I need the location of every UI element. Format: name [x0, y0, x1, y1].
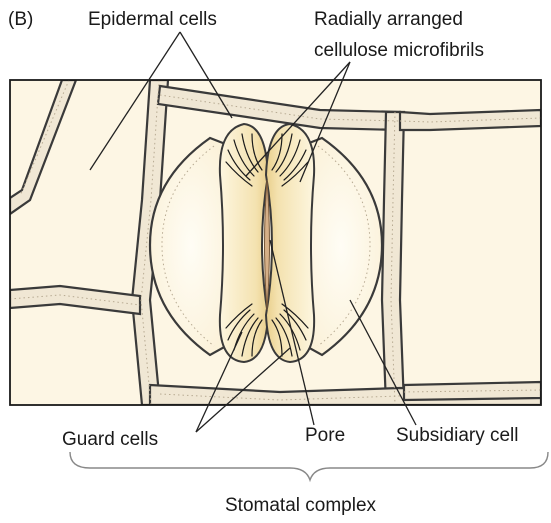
- label-epidermal-cells: Epidermal cells: [88, 9, 217, 30]
- label-microfibrils-line1: Radially arranged: [314, 9, 463, 30]
- label-subsidiary-cell: Subsidiary cell: [396, 425, 519, 446]
- label-stomatal-complex: Stomatal complex: [225, 495, 377, 516]
- panel-label: (B): [8, 9, 33, 30]
- tissue-block: [10, 80, 541, 405]
- label-microfibrils-line2: cellulose microfibrils: [314, 40, 484, 61]
- label-guard-cells: Guard cells: [62, 429, 158, 450]
- stomatal-complex-brace: [70, 452, 548, 480]
- pore-opening: [265, 180, 270, 310]
- label-pore: Pore: [305, 425, 345, 446]
- guard-cells: [220, 124, 314, 362]
- cell-wall: [382, 112, 404, 405]
- cell-wall: [400, 110, 541, 130]
